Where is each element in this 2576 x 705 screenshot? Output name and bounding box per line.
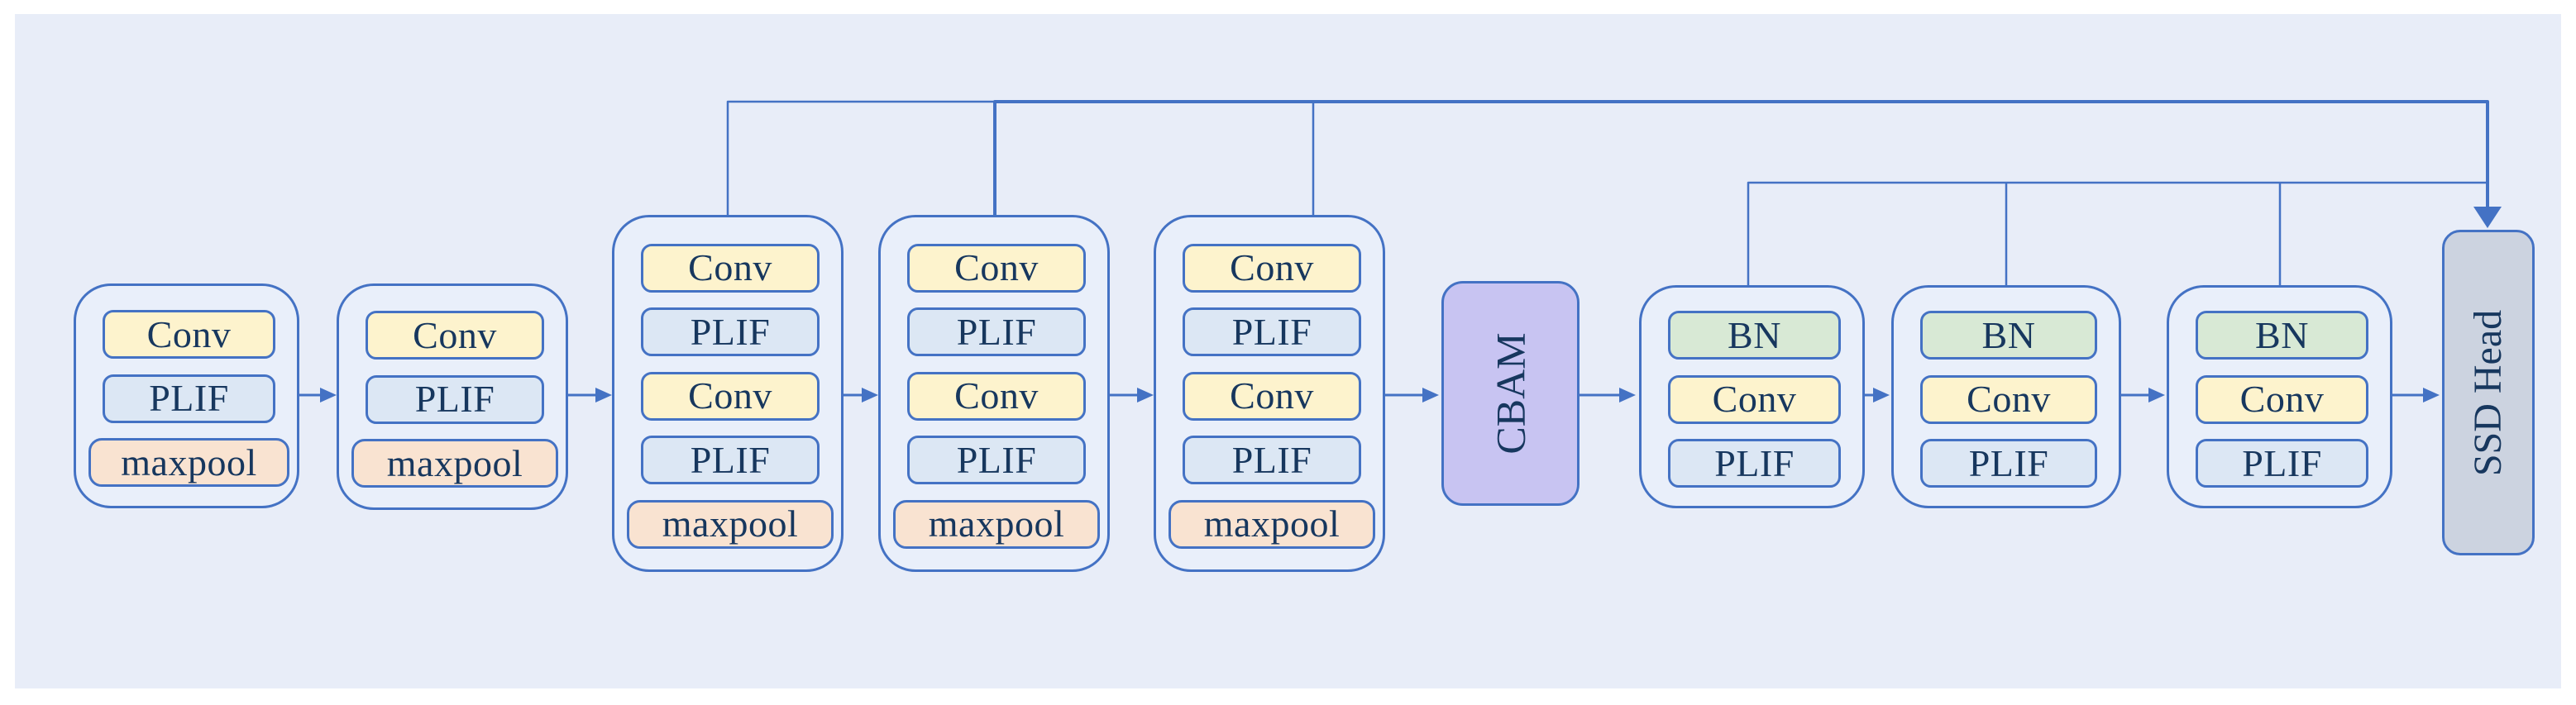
conv-layer: Conv bbox=[2196, 374, 2368, 424]
plif-layer: PLIF bbox=[2196, 439, 2368, 488]
plif-layer: PLIF bbox=[1920, 439, 2097, 488]
conv-layer: Conv bbox=[641, 243, 820, 293]
maxpool-layer: maxpool bbox=[893, 499, 1100, 549]
bn-layer: BN bbox=[1920, 311, 2097, 360]
plif-layer: PLIF bbox=[1668, 439, 1841, 488]
bn-layer: BN bbox=[2196, 311, 2368, 360]
plif-layer: PLIF bbox=[641, 436, 820, 484]
cbam-block-label: CBAM bbox=[1487, 332, 1534, 455]
conv-layer: Conv bbox=[641, 371, 820, 421]
ssd-head-block: SSD Head bbox=[2442, 230, 2535, 555]
conv-layer: Conv bbox=[1668, 374, 1841, 424]
conv-layer: Conv bbox=[907, 371, 1086, 421]
cbam-block: CBAM bbox=[1441, 281, 1580, 506]
maxpool-layer: maxpool bbox=[351, 439, 558, 488]
bn-layer: BN bbox=[1668, 311, 1841, 360]
plif-layer: PLIF bbox=[103, 374, 275, 423]
plif-layer: PLIF bbox=[1183, 436, 1361, 484]
maxpool-layer: maxpool bbox=[1169, 499, 1375, 549]
plif-layer: PLIF bbox=[907, 307, 1086, 356]
conv-layer: Conv bbox=[1920, 374, 2097, 424]
plif-layer: PLIF bbox=[641, 307, 820, 356]
maxpool-layer: maxpool bbox=[88, 438, 289, 487]
conv-layer: Conv bbox=[1183, 371, 1361, 421]
conv-layer: Conv bbox=[103, 310, 275, 359]
ssd-head-block-label: SSD Head bbox=[2466, 309, 2511, 476]
conv-layer: Conv bbox=[366, 311, 544, 360]
plif-layer: PLIF bbox=[366, 374, 544, 424]
maxpool-layer: maxpool bbox=[627, 499, 834, 549]
plif-layer: PLIF bbox=[907, 436, 1086, 484]
conv-layer: Conv bbox=[907, 243, 1086, 293]
plif-layer: PLIF bbox=[1183, 307, 1361, 356]
conv-layer: Conv bbox=[1183, 243, 1361, 293]
